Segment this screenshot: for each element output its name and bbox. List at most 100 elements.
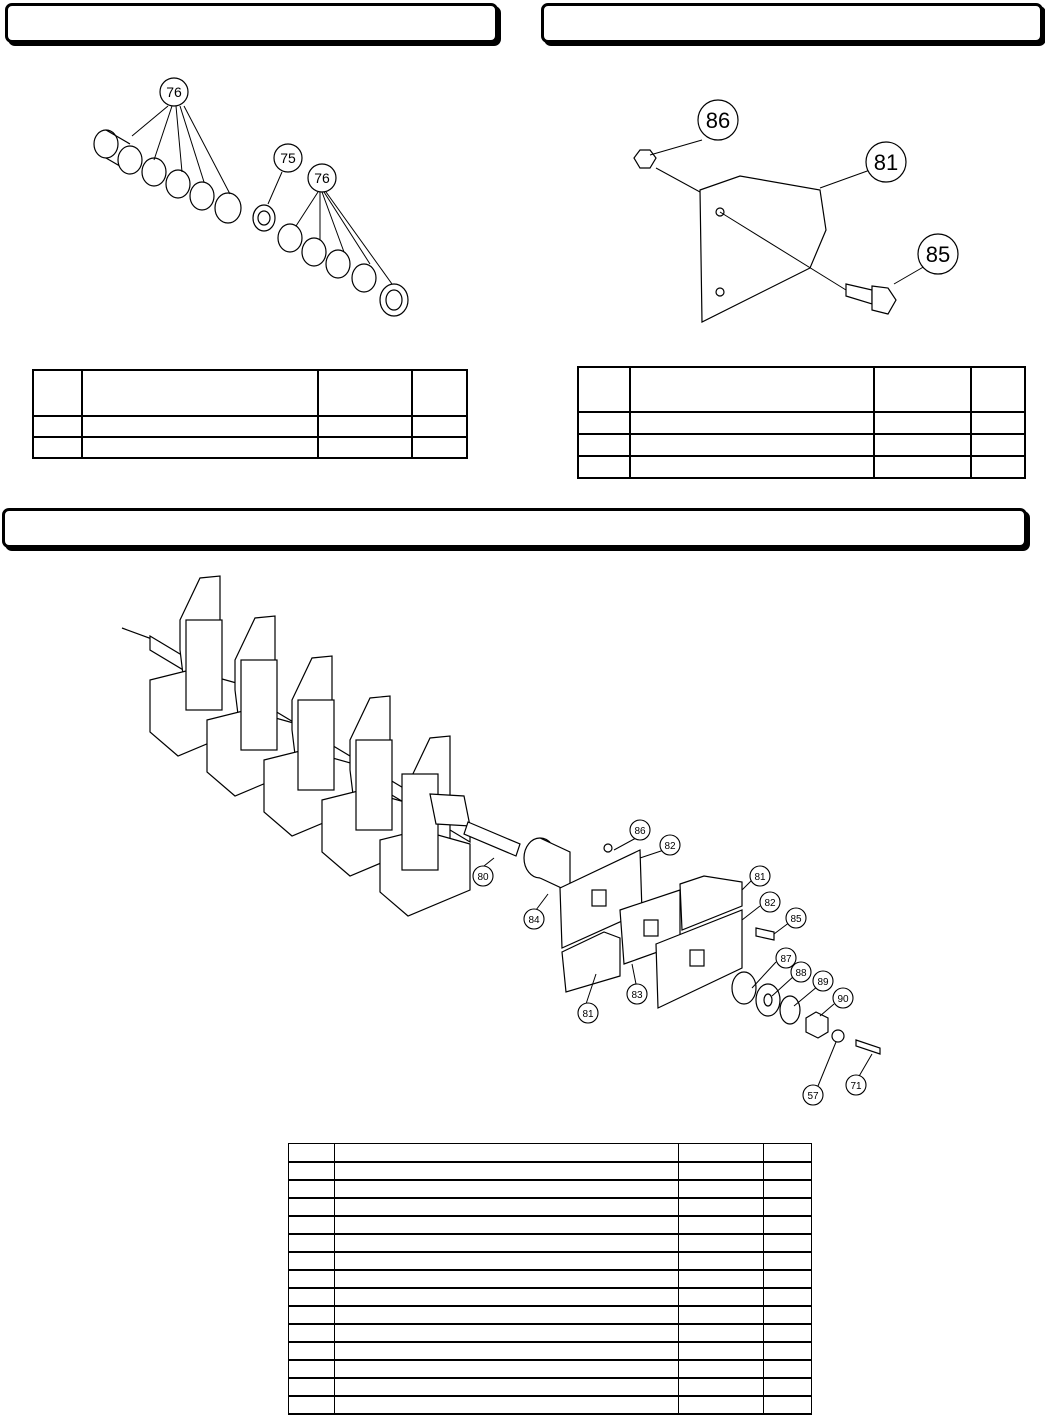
table-cell [970, 433, 1026, 457]
table-row [288, 1323, 812, 1343]
spacer-tube [277, 223, 303, 253]
callout-label: 75 [280, 150, 296, 166]
parts-table-left [32, 369, 468, 459]
spacer-tubes-diagram: 76 75 76 86 81 85 [93, 77, 959, 323]
table-cell [763, 1287, 812, 1307]
table-row [32, 415, 468, 438]
section-header-blade-mount [541, 3, 1043, 43]
callout-label: 80 [477, 872, 489, 883]
table-cell [678, 1197, 764, 1217]
table-row [32, 436, 468, 459]
header-cell [763, 1143, 812, 1163]
table-cell [334, 1215, 679, 1235]
table-cell [763, 1305, 812, 1325]
table-cell [678, 1161, 764, 1181]
bushing [523, 837, 571, 893]
spacer-tube-center [252, 204, 276, 232]
table-cell [334, 1233, 679, 1253]
callout-label: 85 [790, 914, 802, 925]
table-row [288, 1287, 812, 1307]
table-cell [763, 1323, 812, 1343]
table-cell [678, 1269, 764, 1289]
table-cell [678, 1251, 764, 1271]
table-cell [763, 1359, 812, 1379]
header-cell [288, 1143, 335, 1163]
table-cell [334, 1341, 679, 1361]
table-cell [288, 1359, 335, 1379]
table-cell [678, 1305, 764, 1325]
table-cell [334, 1161, 679, 1181]
hardware [603, 843, 881, 1055]
table-row [288, 1197, 812, 1217]
table-cell [629, 433, 875, 457]
spacer-tube [214, 192, 242, 224]
table-cell [678, 1323, 764, 1343]
callout-label: 82 [664, 841, 676, 852]
table-cell [763, 1161, 812, 1181]
callout-label: 90 [837, 994, 849, 1005]
table-cell [763, 1377, 812, 1397]
table-row [288, 1341, 812, 1361]
spacer-tube-end [379, 283, 409, 317]
callout-label: 83 [631, 990, 643, 1001]
table-row [288, 1233, 812, 1253]
table-cell [81, 415, 319, 438]
table-cell [873, 411, 972, 435]
table-cell [288, 1161, 335, 1181]
blade-assembly-diagram: 86 82 81 82 85 87 88 89 90 80 84 83 81 5… [121, 575, 881, 1106]
table-cell [678, 1341, 764, 1361]
table-cell [678, 1179, 764, 1199]
table-cell [678, 1233, 764, 1253]
callout-label: 87 [780, 954, 792, 965]
table-cell [763, 1197, 812, 1217]
table-header-row [32, 369, 468, 417]
callout-label: 86 [706, 108, 730, 133]
blade-set [379, 735, 471, 917]
table-cell [32, 415, 83, 438]
table-row [577, 433, 1026, 457]
table-row [288, 1269, 812, 1289]
table-row [288, 1179, 812, 1199]
parts-table-right [577, 366, 1026, 479]
table-cell [288, 1377, 335, 1397]
table-header-row [288, 1143, 812, 1163]
table-cell [411, 436, 468, 459]
callout-label: 81 [582, 1009, 594, 1020]
callout-label: 82 [764, 898, 776, 909]
shaft-end [429, 793, 521, 857]
table-cell [678, 1395, 764, 1415]
blade-set [206, 615, 298, 797]
table-cell [81, 436, 319, 459]
table-cell [288, 1305, 335, 1325]
header-cell [970, 366, 1026, 413]
section-header-spacers [5, 3, 498, 43]
callout-label: 57 [807, 1091, 819, 1102]
table-row [577, 411, 1026, 435]
header-cell [678, 1143, 764, 1163]
table-cell [763, 1251, 812, 1271]
table-cell [288, 1179, 335, 1199]
header-cell [317, 369, 413, 417]
table-cell [317, 415, 413, 438]
table-cell [629, 411, 875, 435]
table-row [577, 455, 1026, 479]
header-cell [334, 1143, 679, 1163]
clamp-plates [559, 849, 743, 1009]
callout-label: 71 [850, 1081, 862, 1092]
spacer-tube [351, 263, 377, 293]
table-cell [32, 436, 83, 459]
spacer-tube [301, 237, 327, 267]
table-cell [288, 1287, 335, 1307]
nut [633, 149, 657, 169]
table-cell [678, 1215, 764, 1235]
spacer-tube [117, 145, 143, 175]
table-cell [334, 1197, 679, 1217]
table-cell [970, 455, 1026, 479]
header-cell [32, 369, 83, 417]
table-cell [678, 1287, 764, 1307]
table-cell [970, 411, 1026, 435]
mounting-plate [699, 175, 827, 323]
table-cell [763, 1233, 812, 1253]
spacer-tube [325, 249, 351, 279]
table-cell [288, 1251, 335, 1271]
